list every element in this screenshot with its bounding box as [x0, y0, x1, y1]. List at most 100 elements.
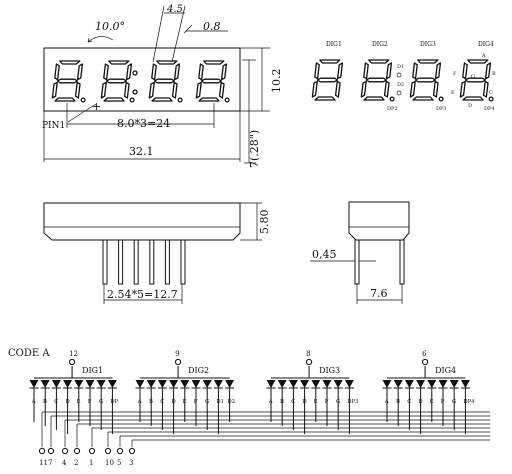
diode-1-E: [74, 380, 84, 388]
d1-label: D1: [397, 64, 404, 70]
front-digit-2-seg-1: [125, 63, 133, 81]
legend-digit-4-seg-4: [459, 80, 466, 98]
diode-3-B: [277, 380, 287, 388]
seg-label-1-B: B: [43, 399, 47, 405]
front-digit-2-seg-6: [105, 78, 128, 84]
diode-2-B: [146, 380, 156, 388]
front-digit-4-seg-2: [218, 81, 225, 99]
seg-width-ext-left: [152, 5, 165, 63]
diode-4-A: [382, 380, 392, 388]
seg-d-label: D: [468, 103, 472, 109]
front-digits: [51, 60, 230, 103]
dig2-caption: DIG2: [372, 41, 388, 48]
legend-digit-2-seg-3: [363, 96, 385, 101]
front-digit-3-seg-1: [173, 63, 181, 81]
diode-1-DP: [107, 380, 117, 388]
front-digit-3: [148, 60, 183, 103]
front-digit-2: [100, 60, 135, 103]
front-digit-3-dp: [177, 97, 183, 103]
legend-digit-3-seg-6: [414, 77, 437, 83]
dig4-caption: DIG4: [478, 41, 494, 48]
bottom-pin-label-6: 10: [105, 459, 114, 467]
legend-digit-4-dp: [488, 96, 494, 102]
diode-3-E: [311, 380, 321, 388]
bottom-pin-circle-2: [47, 447, 55, 455]
bottom-pin-label-3: 4: [62, 459, 67, 467]
legend-digit-2-seg-5: [363, 62, 369, 80]
d2-label: D2: [397, 82, 404, 88]
seg-label-3-D: D: [302, 399, 307, 405]
legend-digit-2-dp: [389, 96, 395, 102]
front-digit-4-seg-4: [195, 81, 202, 99]
group-label-1: DIG1: [82, 366, 103, 375]
seg-label-2-G: G: [205, 399, 209, 405]
seg-label-4-F: F: [441, 399, 445, 405]
front-digit-1-seg-0: [59, 60, 81, 65]
diode-4-C: [404, 380, 414, 388]
seg-a-label: A: [481, 53, 486, 59]
diode-1-D: [63, 380, 73, 388]
seg-label-3-C: C: [291, 399, 295, 405]
dig1-caption: DIG1: [326, 41, 342, 48]
diode-4-G: [449, 380, 459, 388]
seg-label-3-F: F: [325, 399, 329, 405]
bottom-pin-label-1: 11: [39, 459, 48, 467]
bottom-pin-circle-8: [128, 447, 136, 455]
seg-label-1-G: G: [99, 399, 103, 405]
front-digit-1-seg-2: [74, 81, 81, 99]
bottom-pin-4: [149, 239, 155, 285]
common-pin-label-2: 9: [175, 350, 179, 358]
common-pin-2: [174, 358, 182, 366]
seg-label-3-A: A: [268, 399, 273, 405]
group-label-2: DIG2: [188, 366, 209, 375]
bottom-pins: [102, 239, 186, 285]
seg-label-4-E: E: [430, 399, 434, 405]
legend-digit-4-seg-1: [484, 62, 492, 80]
seg-width-ext-right: [171, 5, 186, 63]
seg-label-1-A: A: [31, 399, 36, 405]
diode-1-F: [85, 380, 95, 388]
seg-label-3-DP3: DP3: [347, 399, 359, 405]
dp3-label: DP3: [436, 106, 447, 112]
angle-arrow: [87, 37, 93, 43]
seg-label-4-G: G: [452, 399, 456, 405]
bottom-pin-1: [102, 239, 108, 285]
bottom-pin-2: [118, 239, 124, 285]
common-pin-4: [421, 358, 429, 366]
diode-3-F: [322, 380, 332, 388]
seg-label-4-B: B: [396, 399, 400, 405]
seg-label-4-A: A: [384, 399, 389, 405]
legend-digit-4: [459, 59, 494, 102]
group-label-4: DIG4: [435, 366, 456, 375]
front-digit-2-seg-0: [108, 60, 130, 65]
diode-2-D1: [213, 380, 223, 388]
segment-legend-view: DIG1 DIG2 DIG3 DIG4 D1 D2 DP2 DP3 DP4 A …: [311, 41, 496, 112]
seg-e-label: E: [451, 90, 455, 96]
seg-b-label: B: [492, 71, 496, 77]
seg-label-2-A: A: [137, 399, 142, 405]
seg-c-label: C: [489, 90, 493, 96]
bottom-pin-circle-7: [116, 447, 124, 455]
front-digit-3-seg-2: [171, 81, 178, 99]
front-digit-4-dp: [224, 97, 230, 103]
front-digit-3-seg-0: [156, 60, 178, 65]
front-digit-4-seg-0: [203, 60, 225, 65]
diode-1-B: [40, 380, 50, 388]
pin-pitch-label: 2.54*5=12.7: [107, 288, 178, 301]
angle-label: 10.0°: [95, 20, 125, 33]
seg-label-2-D2: D2: [227, 399, 235, 405]
legend-digit-1: [311, 59, 344, 101]
bottom-pin-label-7: 5: [117, 459, 121, 467]
diode-2-F: [191, 380, 201, 388]
front-digit-1: [51, 60, 86, 103]
front-digit-3-seg-3: [151, 97, 173, 102]
legend-digit-2-seg-1: [385, 62, 393, 80]
bottom-pin-6: [180, 239, 186, 285]
bottom-pin-circle-4: [73, 447, 81, 455]
seg-f-label: F: [453, 71, 457, 77]
front-digit-2-seg-5: [103, 63, 109, 81]
